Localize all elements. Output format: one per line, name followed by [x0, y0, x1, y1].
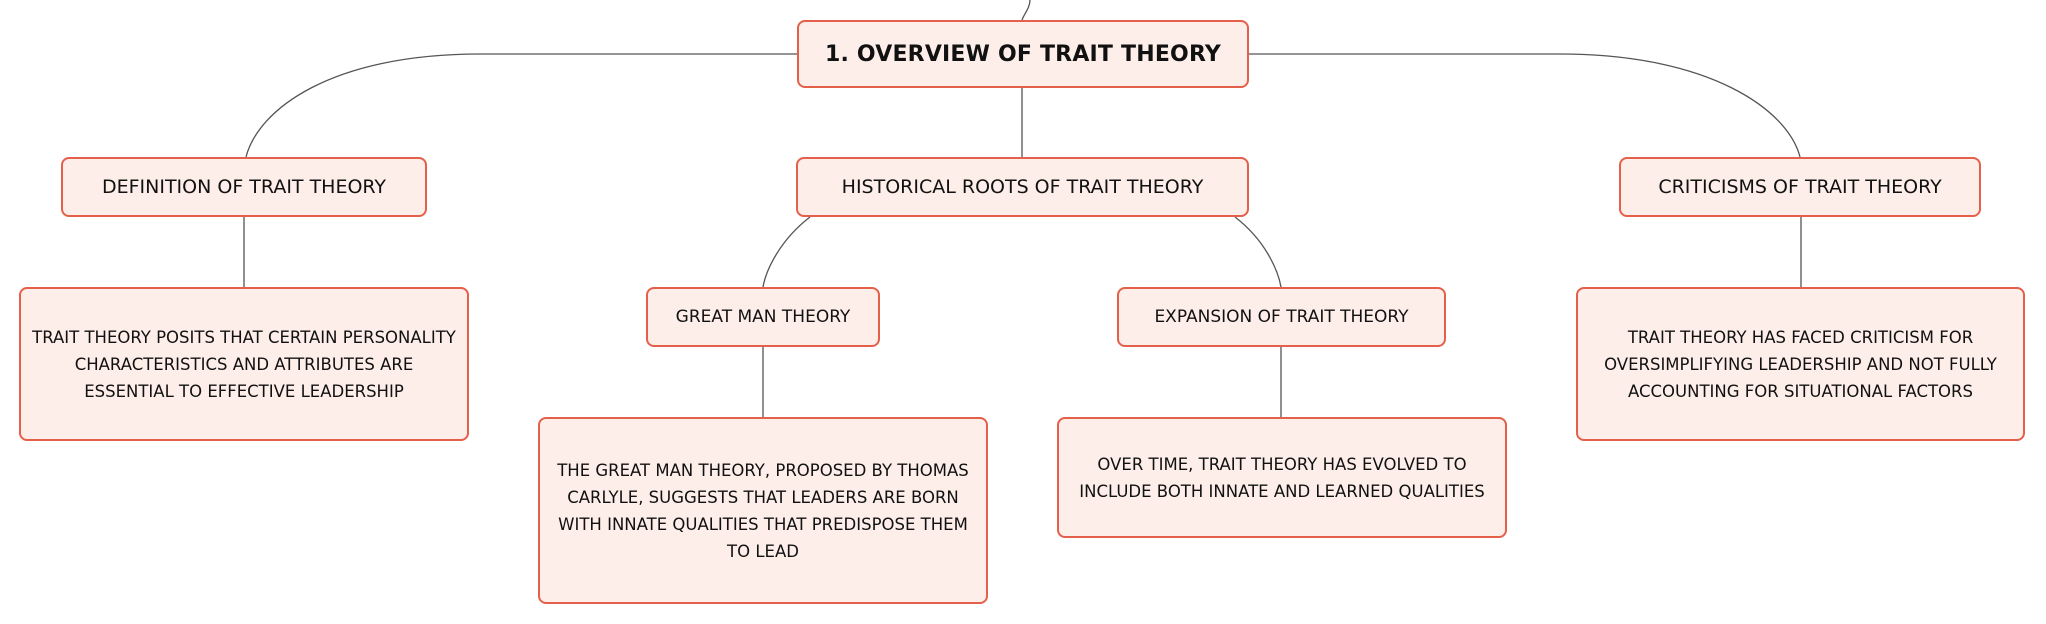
expansion-node[interactable]: EXPANSION OF TRAIT THEORY	[1117, 287, 1446, 347]
connector-historical-greatman	[762, 216, 811, 288]
criticisms-node-label: CRITICISMS OF TRAIT THEORY	[1658, 176, 1942, 198]
connector-historical-expansion	[1234, 216, 1282, 288]
great-man-theory-node-label: GREAT MAN THEORY	[675, 307, 851, 327]
definition-detail-text: TRAIT THEORY POSITS THAT CERTAIN PERSONA…	[32, 327, 456, 401]
criticisms-detail-node[interactable]: TRAIT THEORY HAS FACED CRITICISM FOR OVE…	[1576, 287, 2025, 441]
historical-roots-node[interactable]: HISTORICAL ROOTS OF TRAIT THEORY	[796, 157, 1249, 217]
expansion-node-label: EXPANSION OF TRAIT THEORY	[1154, 307, 1409, 327]
great-man-detail-text: THE GREAT MAN THEORY, PROPOSED BY THOMAS…	[557, 460, 969, 561]
root-node[interactable]: 1. OVERVIEW OF TRAIT THEORY	[797, 20, 1249, 88]
expansion-detail-text: OVER TIME, TRAIT THEORY HAS EVOLVED TO I…	[1079, 454, 1485, 501]
definition-node[interactable]: DEFINITION OF TRAIT THEORY	[61, 157, 427, 217]
criticisms-detail-text: TRAIT THEORY HAS FACED CRITICISM FOR OVE…	[1604, 327, 1997, 401]
expansion-detail-node[interactable]: OVER TIME, TRAIT THEORY HAS EVOLVED TO I…	[1057, 417, 1507, 538]
connector-to-parent	[1021, 0, 1031, 21]
root-node-label: 1. OVERVIEW OF TRAIT THEORY	[824, 41, 1222, 67]
great-man-theory-node[interactable]: GREAT MAN THEORY	[646, 287, 880, 347]
definition-node-label: DEFINITION OF TRAIT THEORY	[101, 176, 387, 198]
great-man-detail-node[interactable]: THE GREAT MAN THEORY, PROPOSED BY THOMAS…	[538, 417, 988, 604]
criticisms-node[interactable]: CRITICISMS OF TRAIT THEORY	[1619, 157, 1981, 217]
definition-detail-node[interactable]: TRAIT THEORY POSITS THAT CERTAIN PERSONA…	[19, 287, 469, 441]
historical-roots-node-label: HISTORICAL ROOTS OF TRAIT THEORY	[841, 176, 1204, 198]
connector-root-definition	[245, 53, 797, 158]
connector-root-criticisms	[1249, 53, 1801, 158]
